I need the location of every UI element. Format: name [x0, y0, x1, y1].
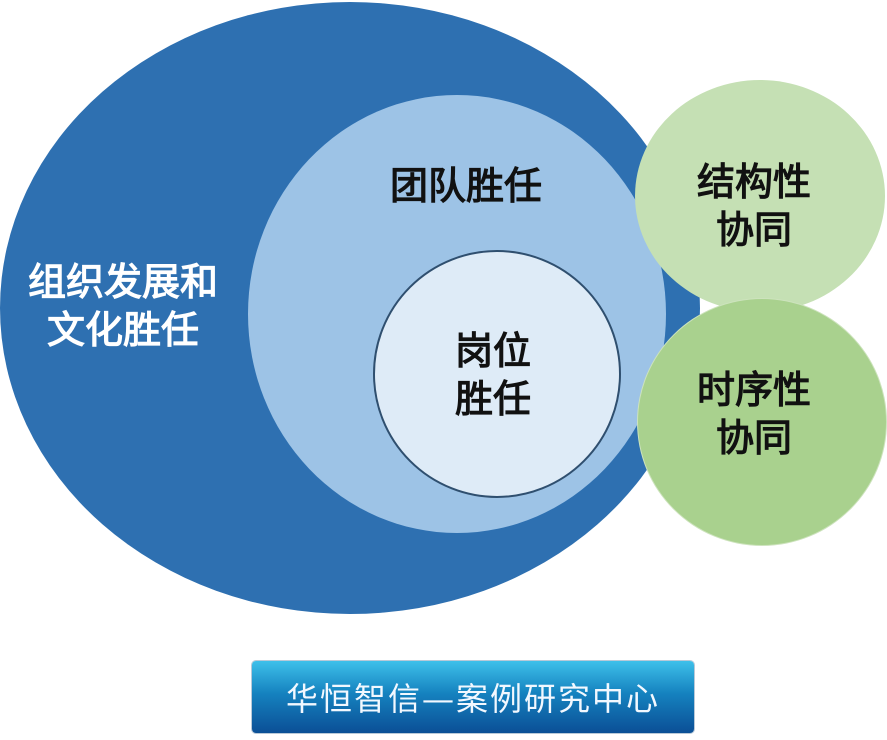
side-bottom-line2: 协同	[716, 416, 793, 460]
side-top-label: 结构性 协同	[697, 158, 811, 254]
inner-label-line2: 胜任	[455, 377, 532, 421]
temporal-collaboration-circle	[637, 298, 887, 546]
source-banner: 华恒智信—案例研究中心	[252, 661, 694, 733]
banner-text: 华恒智信—案例研究中心	[285, 680, 660, 718]
side-top-line2: 协同	[716, 208, 793, 252]
outer-label-line2: 文化胜任	[47, 308, 200, 352]
side-top-line1: 结构性	[697, 160, 812, 204]
structural-collaboration-circle	[635, 80, 885, 312]
side-bottom-label: 时序性 协同	[697, 366, 811, 462]
inner-label: 岗位 胜任	[455, 327, 531, 423]
position-competency-circle	[373, 250, 621, 498]
side-bottom-line1: 时序性	[697, 368, 812, 412]
outer-label: 组织发展和 文化胜任	[28, 258, 218, 354]
inner-label-line1: 岗位	[455, 329, 532, 373]
outer-label-line1: 组织发展和	[28, 260, 219, 304]
middle-label: 团队胜任	[390, 164, 543, 208]
